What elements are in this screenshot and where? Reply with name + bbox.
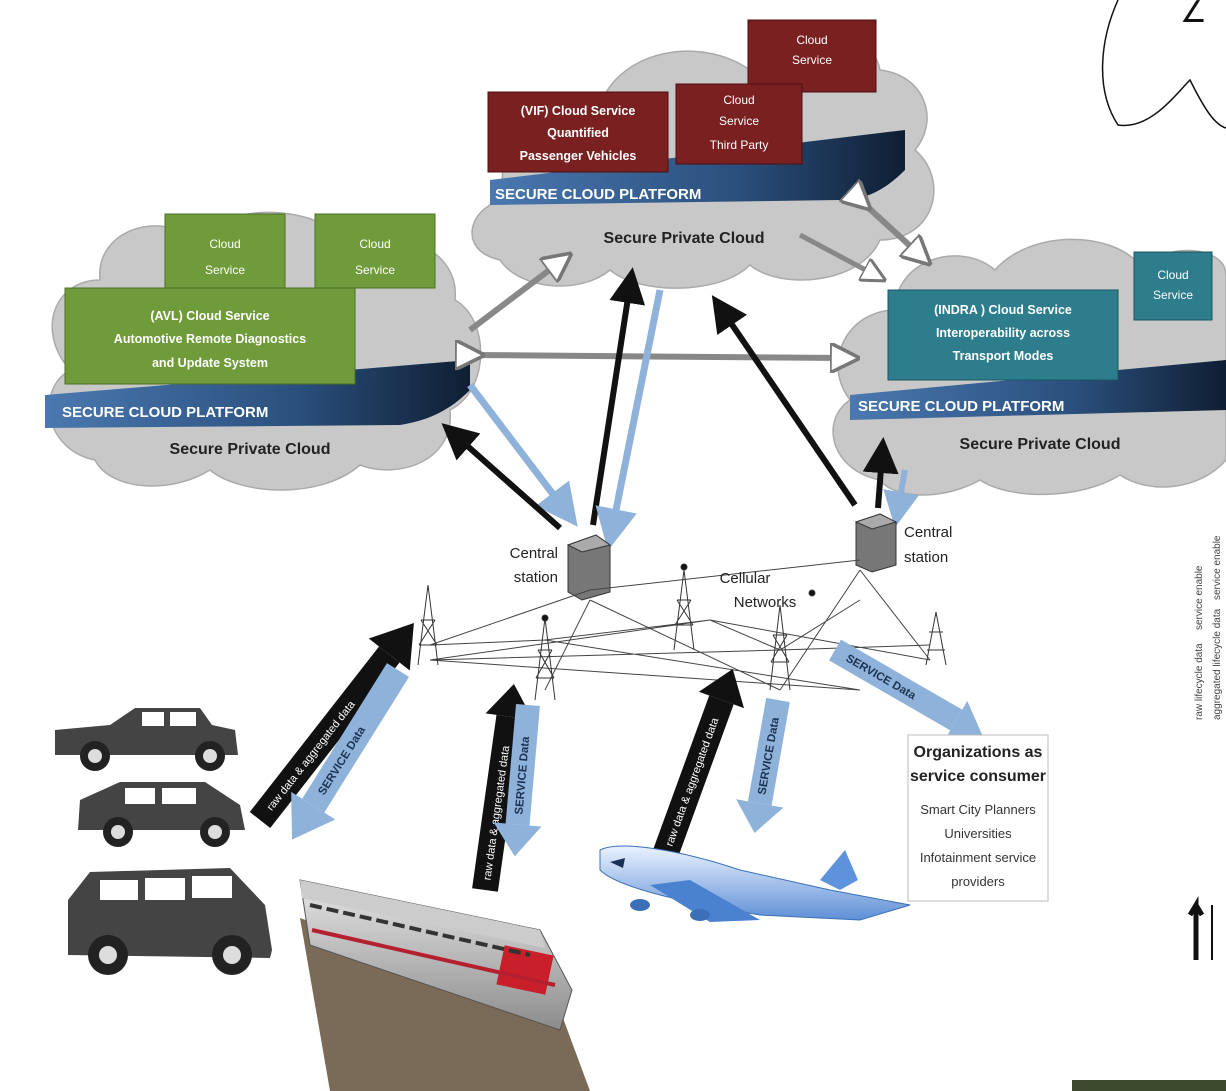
arrow-station-right-up [711,295,858,507]
cloud-left-platform [45,360,470,428]
cloud-top-service-main [487,91,669,173]
cloud-right-service-1-line2: Service [1153,288,1193,302]
cloud-right-platform [850,360,1226,420]
cloud-left-service-2-line2: Service [355,263,395,277]
car-pickup-image [55,708,238,771]
cloud-left-service-1-line2: Service [205,263,245,277]
organizations-item-3: Infotainment service [920,850,1036,865]
cloud-right-service-1 [1133,251,1213,321]
side-strip: raw lifecycle data service enable aggreg… [1187,535,1223,960]
cellular-label-line1: Cellular [720,570,771,587]
organizations-box: Organizations as service consumer Smart … [907,734,1049,902]
cloud-top-service-main-line3: Passenger Vehicles [520,149,637,163]
organizations-title-line2: service consumer [910,768,1046,785]
arrow-cars-up: raw data & aggregated data [249,622,414,829]
cloud-top-service-small [747,19,877,93]
cloud-top-service-main-line1: (VIF) Cloud Service [521,104,636,118]
central-station-left-line1: Central [510,545,558,562]
cloud-right-title: Secure Private Cloud [960,436,1121,453]
cloud-left: SECURE CLOUD PLATFORM Cloud Service Clou… [45,211,482,491]
central-station-right-top [854,513,898,530]
organizations-item-1: Smart City Planners [920,802,1036,817]
cloud-right-service-main [887,289,1119,381]
arrow-station-left-up [441,423,562,531]
cloud-top-service-small-line2: Service [792,53,832,67]
cloud-right-service-main-line3: Transport Modes [953,349,1054,363]
car-hatchback-image [78,782,245,847]
arrow-plane-down: SERVICE Data [736,697,790,833]
car-suv-image [68,868,272,975]
cloud-top-service-third-line1: Cloud [723,93,754,107]
cloud-left-service-2-line1: Cloud [359,237,390,251]
cloud-right-platform-label: SECURE CLOUD PLATFORM [858,398,1064,415]
cloud-left-platform-label: SECURE CLOUD PLATFORM [62,404,268,421]
organizations-title-line1: Organizations as [914,744,1043,761]
tower-1 [417,584,439,666]
bottom-right-image-fragment [1072,1080,1226,1091]
arrow-right-cloud-down [883,469,919,528]
tower-2 [534,614,556,701]
tower-4 [769,604,791,691]
partial-callout-outline [1101,0,1226,129]
cloud-left-service-main-line2: Automotive Remote Diagnostics [114,332,306,346]
cloud-top: SECURE CLOUD PLATFORM Cloud Service Clou… [471,19,935,289]
organizations-item-2: Universities [944,826,1012,841]
arrow-station-top-up [590,267,646,526]
central-station-left: Central station [510,534,612,601]
cloud-left-title: Secure Private Cloud [170,441,331,458]
cloud-left-service-1 [164,213,286,289]
link-top-right [860,200,920,255]
cloud-top-service-small-line1: Cloud [796,33,827,47]
cloud-right-service-1-line1: Cloud [1157,268,1188,282]
side-strip-text-3: aggregated lifecycle data [1212,608,1223,720]
cellular-label-line2: Networks [734,594,797,611]
arrow-cars-down: SERVICE Data [291,663,410,840]
arrow-train-down: SERVICE Data [493,703,542,857]
link-top-right-2 [798,232,875,275]
central-station-right: Central station [854,513,952,573]
side-strip-text-1: raw lifecycle data [1194,643,1205,720]
cloud-top-service-third-line3: Third Party [710,138,769,152]
tower-3 [673,563,695,651]
cloud-top-service-main-line2: Quantified [547,126,609,140]
cloud-top-title: Secure Private Cloud [604,230,765,247]
central-station-right-line2: station [904,549,948,566]
cloud-left-service-1-line1: Cloud [209,237,240,251]
central-station-left-line2: station [514,569,558,586]
cloud-top-platform-label: SECURE CLOUD PLATFORM [495,186,701,203]
side-strip-text-2: service enable [1194,565,1205,630]
side-strip-arrow [1187,895,1205,960]
arrow-plane-up-label: raw data & aggregated data [664,715,722,848]
inter-cloud-links [470,200,920,358]
cloud-right: SECURE CLOUD PLATFORM Cloud Service (IND… [832,238,1226,496]
network-mesh [429,559,931,691]
cloud-left-service-2 [314,213,436,289]
arrow-left-cloud-down [467,382,578,527]
arrow-plane-up: raw data & aggregated data [652,668,744,860]
train-image [299,879,590,1091]
link-left-right [470,355,845,358]
organizations-box-frame [907,734,1049,902]
tower-5 [925,611,947,666]
cloud-station-arrows [441,267,919,551]
cloud-left-service-main-line3: and Update System [152,356,268,370]
cloud-top-service-third-line2: Service [719,114,759,128]
cloud-right-service-main-line1: (INDRA ) Cloud Service [934,303,1072,317]
cellular-network [417,559,947,701]
airplane-image [599,845,911,922]
link-left-top [468,262,560,333]
arrow-organizations-label: SERVICE Data [844,653,918,703]
cloud-top-service-third [675,83,803,165]
cloud-left-service-main [64,287,356,385]
side-strip-text-4: service enable [1212,535,1223,600]
central-station-right-line1: Central [904,524,952,541]
cloud-right-service-main-line2: Interoperability across [936,326,1070,340]
central-station-left-top [566,534,612,553]
partial-callout-glyph: ∠ [1180,0,1207,29]
arrow-station-right-up-2 [862,437,899,509]
arrow-top-station-down [595,289,664,551]
organizations-item-4: providers [951,874,1005,889]
cloud-left-service-main-line1: (AVL) Cloud Service [150,309,269,323]
